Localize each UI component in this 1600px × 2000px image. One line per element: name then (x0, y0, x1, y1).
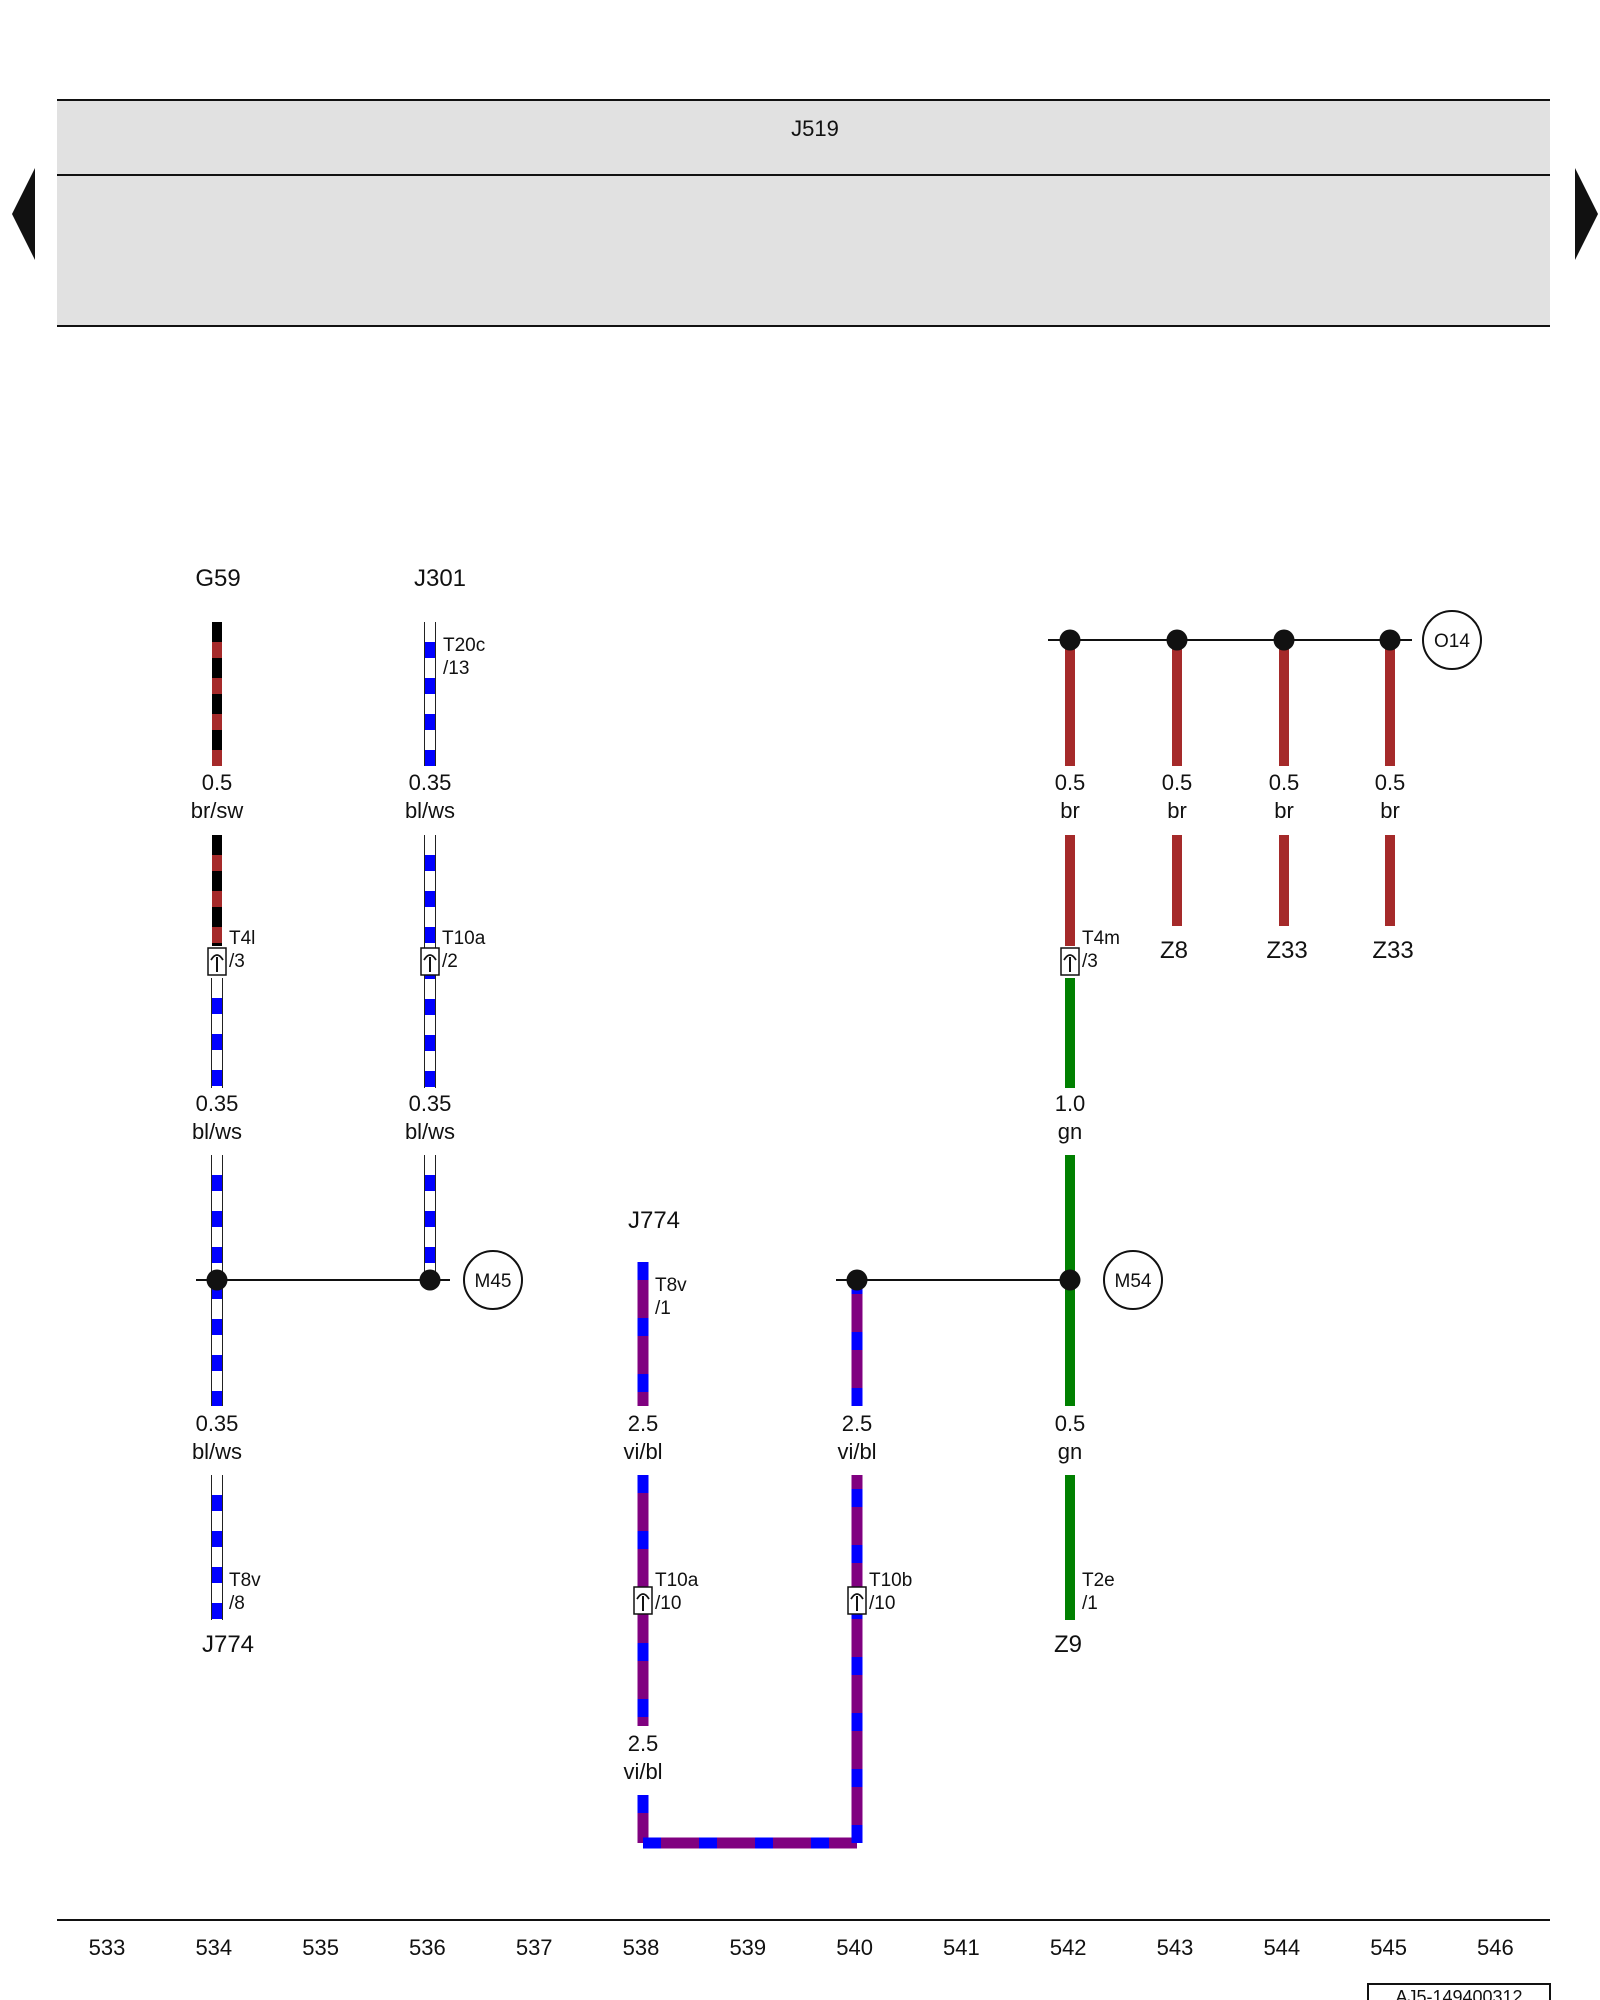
wire-size-w2: 0.35 (196, 1091, 239, 1116)
connector-t8v-8: T8v/8 (229, 1570, 261, 1614)
wire-color-w5: bl/ws (192, 1439, 242, 1464)
next-page-arrow-icon[interactable] (1575, 168, 1598, 260)
component-z9: Z9 (1054, 1631, 1082, 1658)
connector-labels: T20c/13 T4l/3 T10a/2 T8v/8 T8v/1 T10a/10… (229, 635, 1120, 1614)
wire-size-w6: 2.5 (628, 1411, 659, 1436)
component-z8: Z8 (1160, 937, 1188, 964)
wire-size-w9: 0.5 (1055, 770, 1086, 795)
scale-539: 539 (729, 1935, 766, 1960)
component-z33-b: Z33 (1372, 937, 1413, 964)
wire-color-w13: gn (1058, 1119, 1082, 1144)
junction-dots (206, 629, 1401, 1291)
component-j774-bottom: J774 (202, 1631, 254, 1658)
connector-t4l-3: T4l/3 (229, 928, 255, 972)
wire-size-w11: 0.5 (1269, 770, 1300, 795)
connector-box-t10a-10 (633, 1586, 653, 1615)
header-band (57, 100, 1550, 326)
grid-scale: 533 534 535 536 537 538 539 540 541 542 543 544 545 5… (89, 1935, 1514, 1960)
scale-543: 543 (1157, 1935, 1194, 1960)
scale-545: 545 (1370, 1935, 1407, 1960)
header-component-label: J519 (791, 116, 839, 141)
wire-size-w3: 0.35 (409, 770, 452, 795)
connector-box-t4m (1060, 947, 1080, 976)
connector-t10a-10: T10a/10 (655, 1570, 699, 1614)
reference-number: AJ5-149400312 (1395, 1987, 1522, 2000)
wire-color-w14: gn (1058, 1439, 1082, 1464)
wire-color-w11: br (1274, 798, 1294, 823)
wire-size-w13: 1.0 (1055, 1091, 1086, 1116)
scale-540: 540 (836, 1935, 873, 1960)
component-z33-a: Z33 (1266, 937, 1307, 964)
wire-color-w6: vi/bl (623, 1439, 662, 1464)
component-g59: G59 (195, 565, 240, 592)
connector-t10a-2: T10a/2 (442, 928, 486, 972)
scale-537: 537 (516, 1935, 553, 1960)
scale-544: 544 (1263, 1935, 1300, 1960)
scale-534: 534 (195, 1935, 232, 1960)
wire-size-w8: 2.5 (628, 1731, 659, 1756)
scale-546: 546 (1477, 1935, 1514, 1960)
scale-536: 536 (409, 1935, 446, 1960)
connector-t10b-10: T10b/10 (869, 1570, 912, 1614)
scale-538: 538 (623, 1935, 660, 1960)
bus-lines (196, 639, 1412, 1281)
component-j301: J301 (414, 565, 466, 592)
wire-color-w9: br (1060, 798, 1080, 823)
connector-t2e-1: T2e/1 (1082, 1570, 1115, 1614)
wire-size-w5: 0.35 (196, 1411, 239, 1436)
svg-text:M45: M45 (475, 1271, 512, 1292)
connector-t4m-3: T4m/3 (1082, 928, 1120, 972)
scale-541: 541 (943, 1935, 980, 1960)
ground-m54: M54 (1103, 1250, 1163, 1310)
component-j774-top: J774 (628, 1207, 680, 1234)
wire-size-w1: 0.5 (202, 770, 233, 795)
previous-page-arrow-icon[interactable] (12, 168, 35, 260)
svg-text:M54: M54 (1115, 1271, 1152, 1292)
wire-color-w12: br (1380, 798, 1400, 823)
connector-t8v-1: T8v/1 (655, 1275, 687, 1319)
wire-color-w8: vi/bl (623, 1759, 662, 1784)
wire-size-w10: 0.5 (1162, 770, 1193, 795)
connector-box-t4l (207, 947, 227, 976)
wire-color-w3: bl/ws (405, 798, 455, 823)
wire-size-w4: 0.35 (409, 1091, 452, 1116)
wire-size-w12: 0.5 (1375, 770, 1406, 795)
wire-labels: 0.5 br/sw 0.35 bl/ws 0.35 bl/ws 0.35 bl/ws 0.35 b… (191, 770, 1406, 1784)
wire-color-w7: vi/bl (837, 1439, 876, 1464)
wire-size-w7: 2.5 (842, 1411, 873, 1436)
connector-box-t10a-2 (420, 947, 440, 976)
scale-533: 533 (89, 1935, 126, 1960)
wire-color-w4: bl/ws (405, 1119, 455, 1144)
connector-t20c-13: T20c/13 (443, 635, 485, 679)
component-labels: G59 J301 J774 J774 Z8 Z33 Z33 Z9 (195, 565, 1413, 1658)
ground-o14: O14 (1422, 610, 1482, 670)
wire-color-w1: br/sw (191, 798, 244, 823)
scale-535: 535 (302, 1935, 339, 1960)
reference-box (1367, 1983, 1551, 2000)
ground-m45: M45 (463, 1250, 523, 1310)
wire-color-w10: br (1167, 798, 1187, 823)
wire-color-w2: bl/ws (192, 1119, 242, 1144)
svg-text:O14: O14 (1434, 631, 1470, 652)
connector-box-t10b-10 (847, 1586, 867, 1615)
wire-size-w14: 0.5 (1055, 1411, 1086, 1436)
scale-542: 542 (1050, 1935, 1087, 1960)
